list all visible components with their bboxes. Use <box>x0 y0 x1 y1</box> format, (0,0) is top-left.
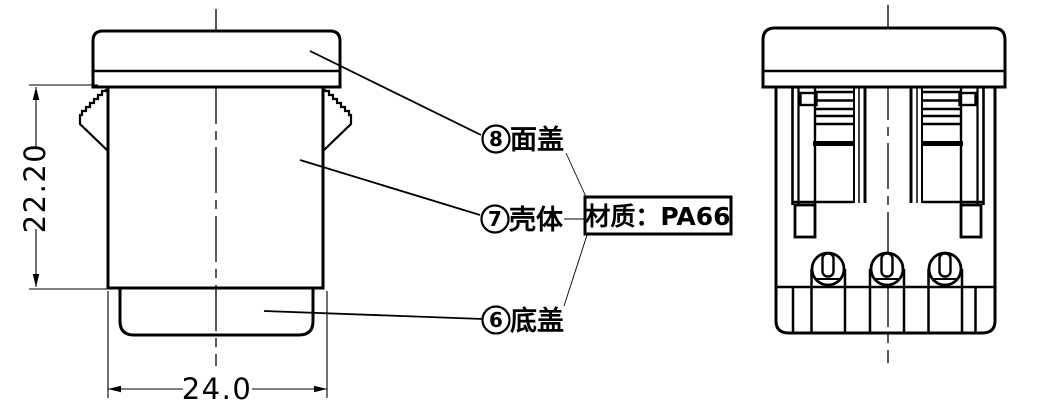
right-terminal-assembly <box>909 88 985 239</box>
material-note: 材质：PA66 <box>583 195 733 236</box>
leader-bottom-cover <box>263 310 484 320</box>
callouts: 8 面盖 7 壳体 6 底盖 <box>263 50 589 337</box>
housing-outline <box>106 87 325 290</box>
screw-terminals <box>791 251 977 332</box>
material-note-text: 材质：PA66 <box>585 202 730 231</box>
connector-bottom-cover-material <box>563 231 589 307</box>
side-view <box>761 5 1007 363</box>
callout-8-number: 8 <box>489 127 503 151</box>
side-face-cover-outline <box>761 26 1007 89</box>
height-dimension: 22.20 <box>18 84 123 290</box>
callout-8-circle <box>481 124 511 154</box>
side-housing-outline <box>774 87 997 335</box>
callout-7-number: 7 <box>488 207 502 231</box>
leader-face-cover <box>309 50 482 136</box>
height-arrow-up <box>32 87 40 100</box>
width-arrow-left <box>108 385 121 393</box>
callout-8-label: 面盖 <box>510 125 564 156</box>
right-snap-barb <box>322 89 353 152</box>
callout-6-label: 底盖 <box>510 305 564 337</box>
width-dim-value: 24.0 <box>182 372 253 406</box>
material-note-box <box>583 195 733 236</box>
front-view <box>78 9 353 366</box>
callout-7-circle <box>480 204 510 234</box>
width-dimension: 24.0 <box>107 291 328 406</box>
connector-face-cover-material <box>565 152 588 200</box>
left-terminal-assembly <box>791 88 867 239</box>
width-arrow-right <box>314 385 327 393</box>
bottom-cover-outline <box>118 289 315 337</box>
leader-housing <box>299 159 481 216</box>
face-cover-outline <box>91 29 342 89</box>
callout-6-circle <box>481 305 511 335</box>
callout-7-label: 壳体 <box>509 205 564 236</box>
height-dim-value: 22.20 <box>18 143 52 234</box>
callout-6-number: 6 <box>489 308 503 332</box>
height-arrow-down <box>32 274 40 287</box>
left-snap-barb <box>78 89 109 152</box>
